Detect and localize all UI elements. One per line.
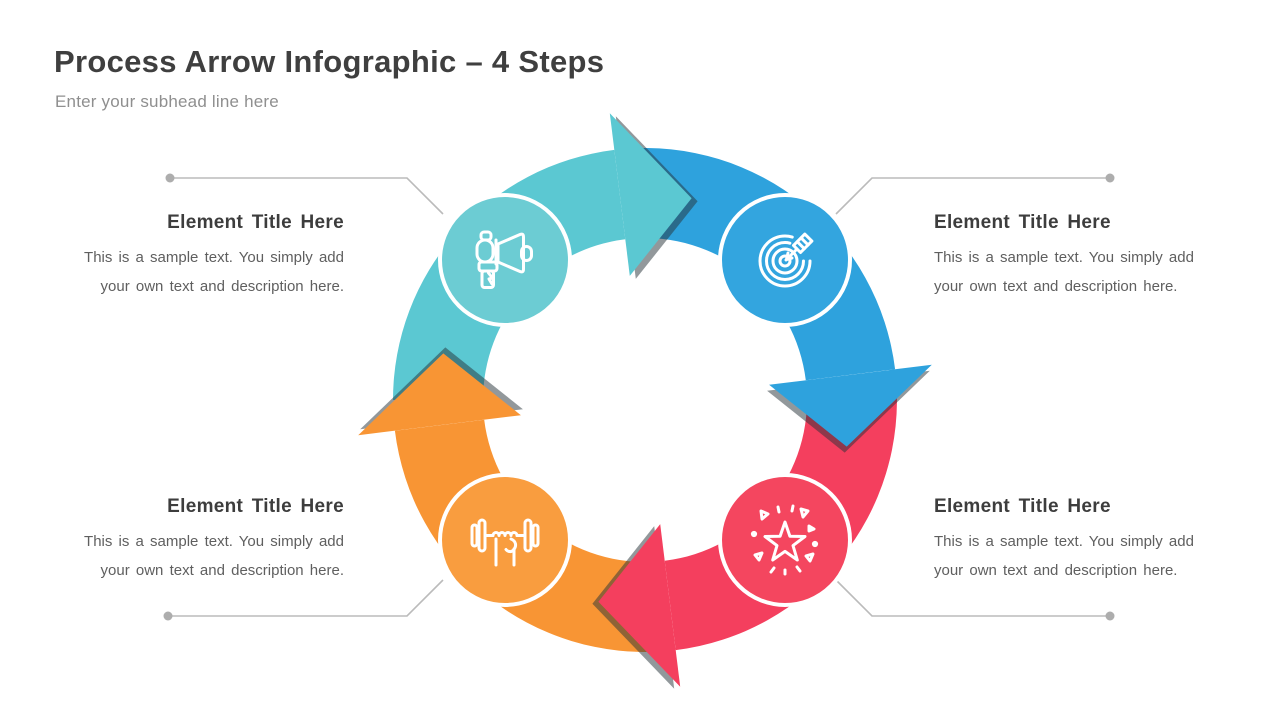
step-badge-1 (438, 193, 572, 327)
element-description-line2: your own text and description here. (934, 562, 1178, 579)
dartboard-arrow-icon (758, 232, 814, 288)
element-description: This is a sample text. You simply add yo… (42, 243, 344, 301)
connector-dots (163, 173, 1115, 621)
connector-line-bottom-right (835, 579, 1110, 617)
element-block-top-right: Element Title Here This is a sample text… (934, 212, 1236, 301)
arrow-head-blue (769, 364, 932, 447)
step-badge-3 (438, 473, 572, 607)
connector-dot (1105, 173, 1115, 183)
element-title: Element Title Here (934, 496, 1111, 517)
element-title: Element Title Here (934, 212, 1111, 233)
connector-lines (168, 177, 1110, 617)
arrow-head-orange (358, 353, 521, 436)
star-celebration-icon (750, 504, 819, 576)
element-description: This is a sample text. You simply add yo… (934, 527, 1236, 585)
arrow-head-teal (609, 113, 692, 276)
step-badge-4 (718, 473, 852, 607)
element-description: This is a sample text. You simply add yo… (42, 527, 344, 585)
dumbbell-hand-icon (470, 518, 540, 567)
element-block-bottom-right: Element Title Here This is a sample text… (934, 496, 1236, 585)
connector-dot (163, 611, 173, 621)
element-description-line2: your own text and description here. (100, 278, 344, 295)
element-block-bottom-left: Element Title Here This is a sample text… (42, 496, 344, 585)
page-title: Process Arrow Infographic – 4 Steps (54, 44, 605, 79)
connector-line-top-left (170, 177, 444, 215)
element-title: Element Title Here (167, 212, 344, 233)
connector-line-bottom-left (168, 579, 444, 617)
connector-line-top-right (835, 177, 1110, 215)
element-description-line1: This is a sample text. You simply add (84, 249, 344, 266)
element-description: This is a sample text. You simply add yo… (934, 243, 1236, 301)
element-description-line2: your own text and description here. (100, 562, 344, 579)
element-description-line1: This is a sample text. You simply add (934, 249, 1194, 266)
page-subtitle: Enter your subhead line here (55, 92, 279, 111)
element-description-line1: This is a sample text. You simply add (934, 533, 1194, 550)
element-description-line1: This is a sample text. You simply add (84, 533, 344, 550)
element-description-line2: your own text and description here. (934, 278, 1178, 295)
connector-dot (1105, 611, 1115, 621)
arrow-head-red (598, 524, 681, 687)
connector-dot (165, 173, 175, 183)
megaphone-icon (475, 230, 533, 289)
element-title: Element Title Here (167, 496, 344, 517)
element-block-top-left: Element Title Here This is a sample text… (42, 212, 344, 301)
